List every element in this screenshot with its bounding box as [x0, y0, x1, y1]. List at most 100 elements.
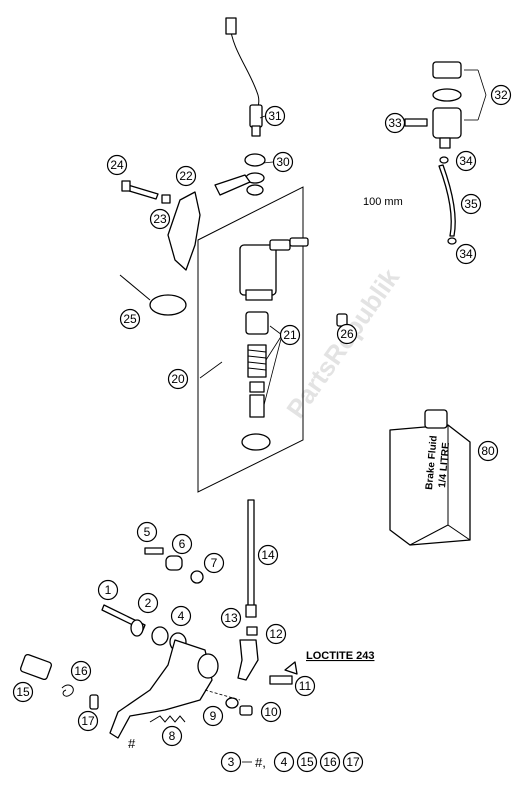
callout-31[interactable]: 31: [264, 105, 286, 127]
return-spring: [149, 715, 186, 723]
svg-text:21: 21: [283, 328, 297, 342]
callout-26[interactable]: 26: [336, 323, 358, 345]
nut-10: [239, 705, 253, 716]
pin-17: [89, 694, 99, 710]
legend-callout-15[interactable]: 15: [296, 751, 318, 773]
svg-text:35: 35: [464, 197, 478, 211]
callout-13[interactable]: 13: [220, 607, 242, 629]
svg-text:31: 31: [268, 109, 282, 123]
svg-text:22: 22: [179, 169, 193, 183]
svg-text:30: 30: [276, 155, 290, 169]
svg-text:17: 17: [346, 755, 360, 769]
callout-14[interactable]: 14: [257, 544, 279, 566]
callout-6[interactable]: 6: [171, 533, 193, 555]
callout-15[interactable]: 15: [12, 681, 34, 703]
callout-12[interactable]: 12: [265, 623, 287, 645]
bushing-6: [165, 555, 183, 571]
svg-text:24: 24: [110, 158, 124, 172]
callout-9[interactable]: 9: [202, 705, 224, 727]
svg-text:16: 16: [323, 755, 337, 769]
loctite-label: LOCTITE 243: [306, 650, 374, 662]
callout-32[interactable]: 32: [490, 84, 512, 106]
legend-callout-4[interactable]: 4: [273, 751, 295, 773]
svg-text:14: 14: [261, 548, 275, 562]
svg-text:12: 12: [269, 627, 283, 641]
svg-text:34: 34: [459, 154, 473, 168]
callout-1[interactable]: 1: [97, 579, 119, 601]
guard-screw: [121, 180, 159, 200]
hash-mark: #: [128, 736, 136, 751]
svg-text:25: 25: [123, 312, 137, 326]
can-line1: Brake Fluid: [424, 435, 440, 490]
svg-text:4: 4: [281, 755, 288, 769]
svg-text:4: 4: [178, 609, 185, 623]
svg-text:17: 17: [81, 714, 95, 728]
reservoir-screw: [404, 118, 428, 127]
washer-7: [190, 570, 204, 584]
svg-text:3: 3: [228, 755, 235, 769]
legend-callout-16[interactable]: 16: [319, 751, 341, 773]
svg-text:23: 23: [153, 212, 167, 226]
svg-text:7: 7: [211, 556, 218, 570]
callout-21[interactable]: 21: [279, 324, 301, 346]
svg-text:26: 26: [340, 327, 354, 341]
callout-5[interactable]: 5: [136, 521, 158, 543]
callout-8[interactable]: 8: [161, 725, 183, 747]
bolt-5: [144, 547, 164, 555]
pushrod-clevis: [237, 639, 259, 681]
callout-11[interactable]: 11: [294, 675, 316, 697]
svg-text:32: 32: [494, 88, 508, 102]
kit-legend: 3 #, 4 15 16 17: [220, 751, 364, 773]
svg-text:15: 15: [16, 685, 30, 699]
svg-text:16: 16: [74, 664, 88, 678]
callout-34b[interactable]: 34: [455, 243, 477, 265]
callout-22[interactable]: 22: [175, 165, 197, 187]
piston-kit: [241, 311, 271, 451]
legend-callout-17[interactable]: 17: [342, 751, 364, 773]
banjo-bolt: [214, 153, 266, 196]
callout-7[interactable]: 7: [203, 552, 225, 574]
callout-20[interactable]: 20: [167, 368, 189, 390]
callout-2[interactable]: 2: [137, 592, 159, 614]
can-line2: 1/4 LITRE: [437, 442, 452, 489]
loctite-drop-icon: [284, 661, 298, 675]
callout-17[interactable]: 17: [77, 710, 99, 732]
pushrod-nut: [246, 626, 258, 636]
pushrod: [245, 499, 257, 618]
brake-light-switch: [225, 17, 263, 137]
hose-length-label: 100 mm: [363, 196, 403, 208]
svg-text:8: 8: [169, 729, 176, 743]
cylinder-assembly-frame: [197, 186, 304, 493]
spring-clip: [61, 684, 74, 697]
reservoir-hose: [438, 156, 457, 245]
callout-10[interactable]: 10: [260, 701, 282, 723]
callout-25[interactable]: 25: [119, 308, 141, 330]
master-cylinder-guard: [167, 191, 201, 271]
legend-hash: #,: [255, 755, 266, 770]
svg-text:10: 10: [264, 705, 278, 719]
master-cylinder-body: [239, 237, 309, 301]
callout-16[interactable]: 16: [70, 660, 92, 682]
svg-text:11: 11: [299, 679, 312, 693]
brake-pedal: [109, 639, 213, 739]
brake-reservoir: [432, 61, 462, 149]
svg-text:33: 33: [388, 116, 402, 130]
callout-23[interactable]: 23: [149, 208, 171, 230]
callout-30[interactable]: 30: [272, 151, 294, 173]
callout-34a[interactable]: 34: [455, 150, 477, 172]
pedal-tip: [19, 653, 53, 681]
callout-35[interactable]: 35: [460, 193, 482, 215]
legend-callout-3[interactable]: 3: [220, 751, 242, 773]
callout-33[interactable]: 33: [384, 112, 406, 134]
callout-80[interactable]: 80: [477, 440, 499, 462]
svg-text:5: 5: [144, 525, 151, 539]
bolt-11: [269, 675, 293, 685]
svg-text:9: 9: [210, 709, 217, 723]
callout-24[interactable]: 24: [106, 154, 128, 176]
brake-fluid-can: Brake Fluid 1/4 LITRE: [389, 409, 471, 546]
guard-nut: [161, 194, 171, 204]
svg-text:2: 2: [145, 596, 152, 610]
callout-4[interactable]: 4: [170, 605, 192, 627]
svg-text:34: 34: [459, 247, 473, 261]
